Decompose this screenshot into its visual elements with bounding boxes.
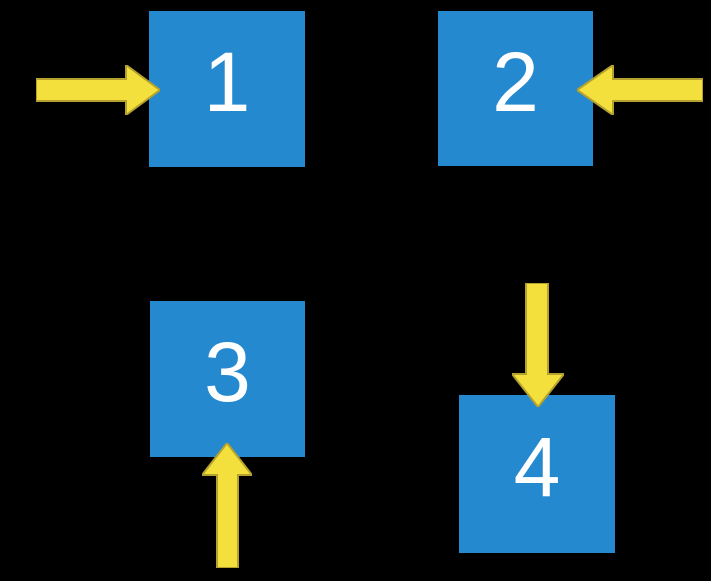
arrow-down-icon: [512, 283, 564, 407]
square-2-label: 2: [492, 34, 539, 129]
square-1[interactable]: 1: [149, 11, 305, 167]
square-2[interactable]: 2: [438, 11, 593, 166]
arrow-up-icon: [202, 443, 252, 568]
square-1-label: 1: [203, 35, 251, 129]
square-4-label: 4: [513, 420, 561, 514]
square-3[interactable]: 3: [150, 301, 305, 457]
square-3-label: 3: [204, 325, 251, 419]
arrow-left-icon: [577, 65, 703, 115]
arrow-right-icon: [36, 65, 160, 115]
square-4[interactable]: 4: [459, 395, 615, 553]
